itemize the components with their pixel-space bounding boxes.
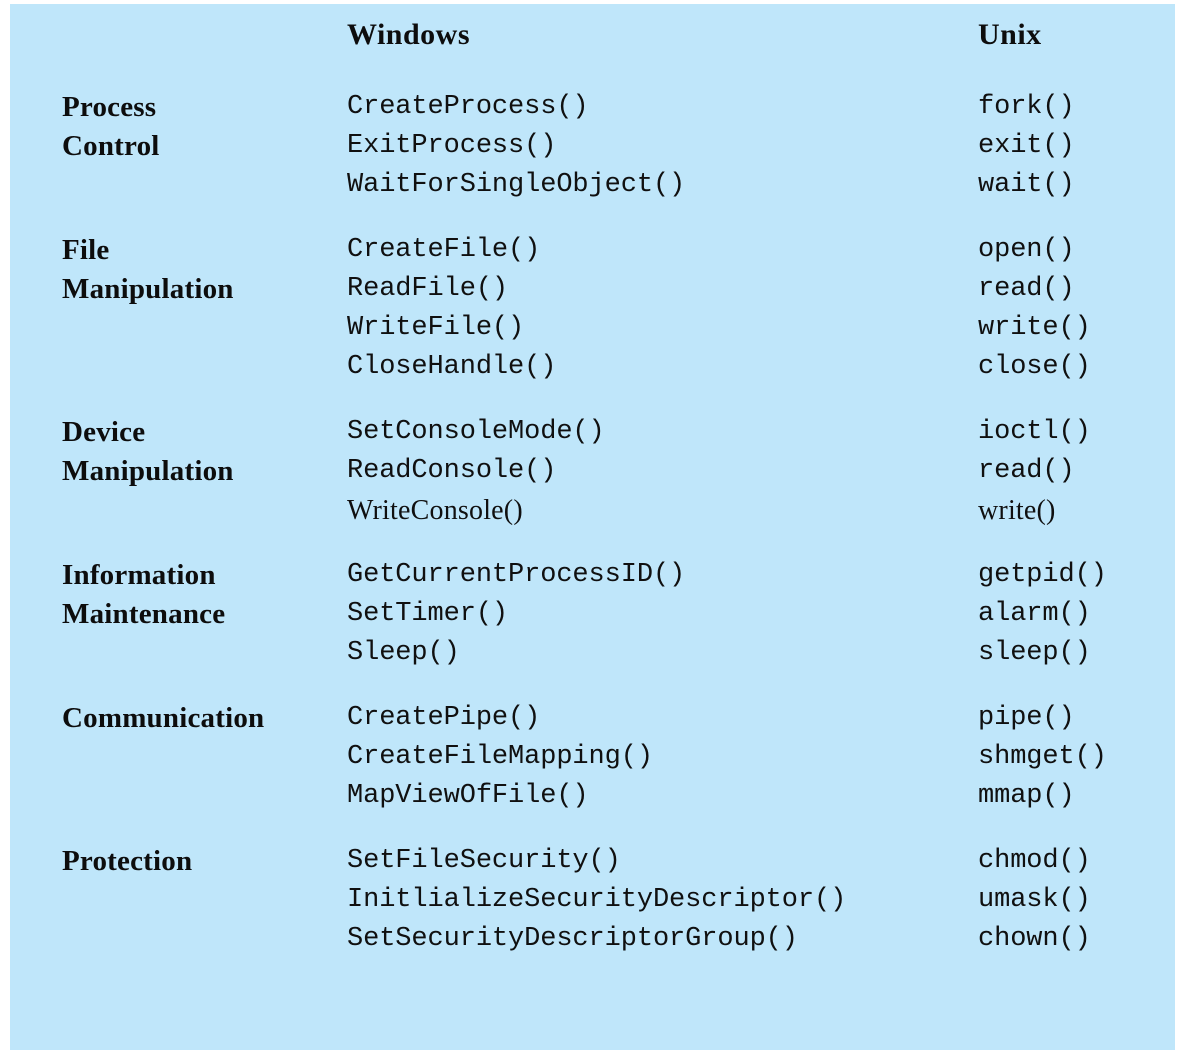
windows-call: InitlializeSecurityDescriptor() (347, 885, 847, 915)
windows-call: SetFileSecurity() (347, 846, 621, 876)
unix-call: shmget() (978, 742, 1107, 772)
windows-call: ReadConsole() (347, 456, 557, 486)
category-label-line: Protection (62, 845, 193, 877)
unix-call: umask() (978, 885, 1091, 915)
category-label-line: Maintenance (62, 598, 226, 630)
windows-call: ExitProcess() (347, 131, 557, 161)
group-unix-calls: open() read() write() close() (978, 231, 1178, 387)
group-windows-calls: SetFileSecurity() InitlializeSecurityDesc… (347, 842, 967, 959)
category-label-line: Process (62, 91, 157, 123)
windows-call: WriteFile() (347, 313, 525, 343)
group-category-label: Protection (62, 842, 342, 881)
category-label-line: File (62, 234, 110, 266)
unix-call: fork() (978, 92, 1075, 122)
unix-call: exit() (978, 131, 1075, 161)
group-unix-calls: fork() exit() wait() (978, 88, 1178, 205)
windows-call: MapViewOfFile() (347, 781, 589, 811)
unix-call: chown() (978, 924, 1091, 954)
windows-call: WriteConsole() (347, 495, 523, 526)
group-category-label: Communication (62, 699, 342, 738)
unix-call: read() (978, 456, 1075, 486)
table-group: Protection SetFileSecurity() InitlializeSe… (10, 842, 1175, 959)
unix-call: wait() (978, 170, 1075, 200)
group-unix-calls: ioctl() read() write() (978, 413, 1178, 530)
windows-call: CreateFileMapping() (347, 742, 653, 772)
unix-call: chmod() (978, 846, 1091, 876)
windows-call: SetSecurityDescriptorGroup() (347, 924, 798, 954)
windows-call: Sleep() (347, 638, 460, 668)
unix-call: read() (978, 274, 1075, 304)
table-header-row: Windows Unix (10, 18, 1175, 62)
category-label-line: Manipulation (62, 273, 234, 305)
windows-call: ReadFile() (347, 274, 509, 304)
group-windows-calls: SetConsoleMode() ReadConsole() WriteConsol… (347, 413, 967, 530)
unix-call: close() (978, 352, 1091, 382)
header-windows: Windows (347, 18, 471, 51)
unix-call: getpid() (978, 560, 1107, 590)
unix-call: alarm() (978, 599, 1091, 629)
unix-call: ioctl() (978, 417, 1091, 447)
windows-call: SetTimer() (347, 599, 509, 629)
category-label-line: Manipulation (62, 455, 234, 487)
windows-call: SetConsoleMode() (347, 417, 605, 447)
unix-call: sleep() (978, 638, 1091, 668)
group-unix-calls: getpid() alarm() sleep() (978, 556, 1178, 673)
windows-call: CreateFile() (347, 235, 541, 265)
windows-call: GetCurrentProcessID() (347, 560, 686, 590)
group-windows-calls: CreateProcess() ExitProcess() WaitForSingl… (347, 88, 967, 205)
category-label-line: Device (62, 416, 146, 448)
group-windows-calls: CreatePipe() CreateFileMapping() MapViewOf… (347, 699, 967, 816)
unix-call: mmap() (978, 781, 1075, 811)
windows-call: WaitForSingleObject() (347, 170, 686, 200)
group-unix-calls: chmod() umask() chown() (978, 842, 1178, 959)
group-windows-calls: CreateFile() ReadFile() WriteFile() CloseHa… (347, 231, 967, 387)
unix-call: write() (978, 313, 1091, 343)
unix-call: write() (978, 495, 1056, 526)
table-group: Communication CreatePipe() CreateFileMappi… (10, 699, 1175, 816)
group-windows-calls: GetCurrentProcessID() SetTimer() Sleep() (347, 556, 967, 673)
category-label-line: Control (62, 130, 160, 162)
windows-call: CreatePipe() (347, 703, 541, 733)
unix-call: open() (978, 235, 1075, 265)
header-unix: Unix (978, 18, 1042, 51)
group-unix-calls: pipe() shmget() mmap() (978, 699, 1178, 816)
category-label-line: Information (62, 559, 216, 591)
category-label-line: Communication (62, 702, 265, 734)
windows-call: CreateProcess() (347, 92, 589, 122)
unix-call: pipe() (978, 703, 1075, 733)
windows-call: CloseHandle() (347, 352, 557, 382)
